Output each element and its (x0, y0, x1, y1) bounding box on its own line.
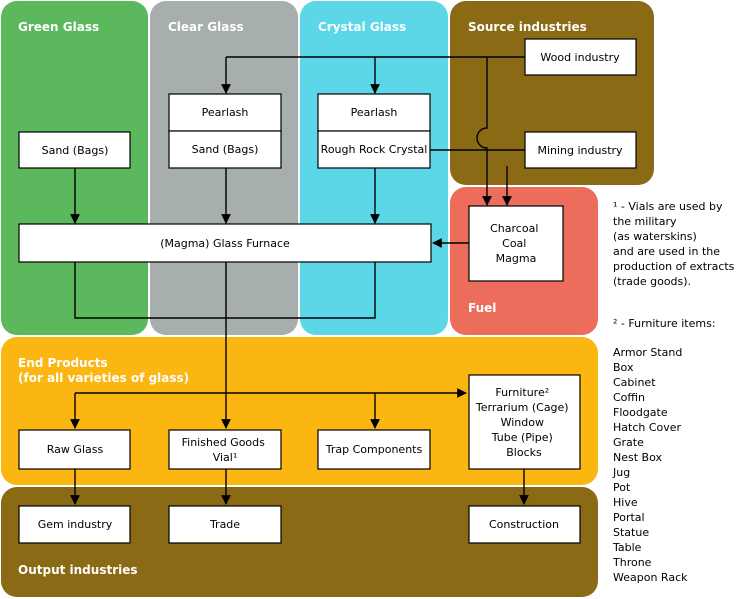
vials-note-line-6: (trade goods). (613, 275, 691, 288)
furniture-group-box (468, 374, 581, 470)
furniture-item: Throne (612, 556, 652, 569)
clear-glass-title: Clear Glass (168, 20, 244, 34)
tube-line: Tube (Pipe) (491, 431, 553, 444)
furniture-item: Table (612, 541, 642, 554)
fuel-item-coal: Coal (502, 237, 526, 250)
window-line: Window (501, 416, 544, 429)
furniture-item: Hive (613, 496, 638, 509)
trade-box (168, 505, 282, 544)
wood-industry-box (524, 38, 637, 76)
trade-label: Trade (209, 518, 240, 531)
furniture-footnote-title: ² - Furniture items: (613, 317, 716, 330)
fuel-title: Fuel (468, 301, 496, 315)
fuel-item-charcoal: Charcoal (490, 222, 538, 235)
vial-line: Vial¹ (213, 451, 238, 464)
end-products-title-line2: (for all varieties of glass) (18, 371, 189, 385)
furniture-item: Armor Stand (613, 346, 682, 359)
green-glass-title: Green Glass (18, 20, 99, 34)
furniture-item: Cabinet (613, 376, 656, 389)
furniture-item: Coffin (613, 391, 645, 404)
wood-industry-label: Wood industry (540, 51, 620, 64)
output-industries-panel (1, 487, 598, 597)
sand-bags-green-label: Sand (Bags) (42, 144, 109, 157)
vials-note-line-3: (as waterskins) (613, 230, 697, 243)
vials-note-line-2: the military (613, 215, 677, 228)
mining-industry-box (524, 131, 637, 169)
furniture-line: Furniture² (495, 386, 549, 399)
raw-glass-label: Raw Glass (47, 443, 104, 456)
furniture-item: Jug (612, 466, 630, 479)
construction-label: Construction (489, 518, 559, 531)
finished-goods-label: Finished Goods Vial¹ (182, 436, 269, 464)
sand-bags-clear-box (168, 130, 282, 169)
trap-components-label: Trap Components (325, 443, 423, 456)
finished-goods-line: Finished Goods (182, 436, 266, 449)
end-products-title-line1: End Products (18, 356, 108, 370)
furniture-item: Weapon Rack (613, 571, 688, 584)
furnace-output-collector (74, 262, 376, 319)
blocks-line: Blocks (506, 446, 542, 459)
fuel-items-label: Charcoal Coal Magma (490, 222, 542, 265)
gem-industry-label: Gem industry (38, 518, 113, 531)
fuel-items-box (468, 205, 564, 282)
arrow-wood-to-fuel (476, 57, 492, 206)
furniture-item: Pot (613, 481, 631, 494)
vials-note-line-1: ¹ - Vials are used by (613, 200, 723, 213)
furniture-item: Hatch Cover (613, 421, 682, 434)
terrarium-line: Terrarium (Cage) (475, 401, 569, 414)
rough-rock-crystal-label: Rough Rock Crystal (321, 143, 428, 156)
furniture-item: Statue (613, 526, 649, 539)
fuel-item-magma: Magma (496, 252, 537, 265)
vials-note-line-4: and are used in the (613, 245, 720, 258)
pearlash-clear-box (168, 93, 282, 132)
connector-lines (70, 56, 529, 505)
furniture-items-list: Armor Stand Box Cabinet Coffin Floodgate… (612, 346, 688, 584)
furniture-item: Nest Box (613, 451, 662, 464)
output-industries-title: Output industries (18, 563, 138, 577)
pearlash-crystal-label: Pearlash (351, 106, 398, 119)
raw-glass-box (18, 429, 131, 470)
furniture-item: Grate (613, 436, 644, 449)
crystal-glass-title: Crystal Glass (318, 20, 406, 34)
glass-furnace-box (18, 223, 432, 263)
vials-note-line-5: production of extracts (613, 260, 735, 273)
source-industries-title: Source industries (468, 20, 587, 34)
glass-furnace-label: (Magma) Glass Furnace (160, 237, 290, 250)
finished-goods-box (168, 429, 282, 470)
vials-footnote: ¹ - Vials are used by the military (as w… (613, 200, 738, 288)
end-products-panel (1, 337, 598, 485)
pearlash-clear-label: Pearlash (202, 106, 249, 119)
sand-bags-green-box (18, 131, 131, 169)
furniture-item: Floodgate (613, 406, 668, 419)
sand-bags-clear-label: Sand (Bags) (192, 143, 259, 156)
furniture-item: Portal (613, 511, 645, 524)
furniture-item: Box (613, 361, 634, 374)
construction-box (468, 505, 581, 544)
gem-industry-box (18, 505, 131, 544)
furniture-group-label: Furniture² Terrarium (Cage) Window Tube … (475, 386, 572, 459)
mining-industry-label: Mining industry (537, 144, 623, 157)
rough-rock-crystal-box (317, 130, 431, 169)
end-products-title: End Products (for all varieties of glass… (18, 356, 189, 385)
trap-components-box (317, 429, 431, 470)
